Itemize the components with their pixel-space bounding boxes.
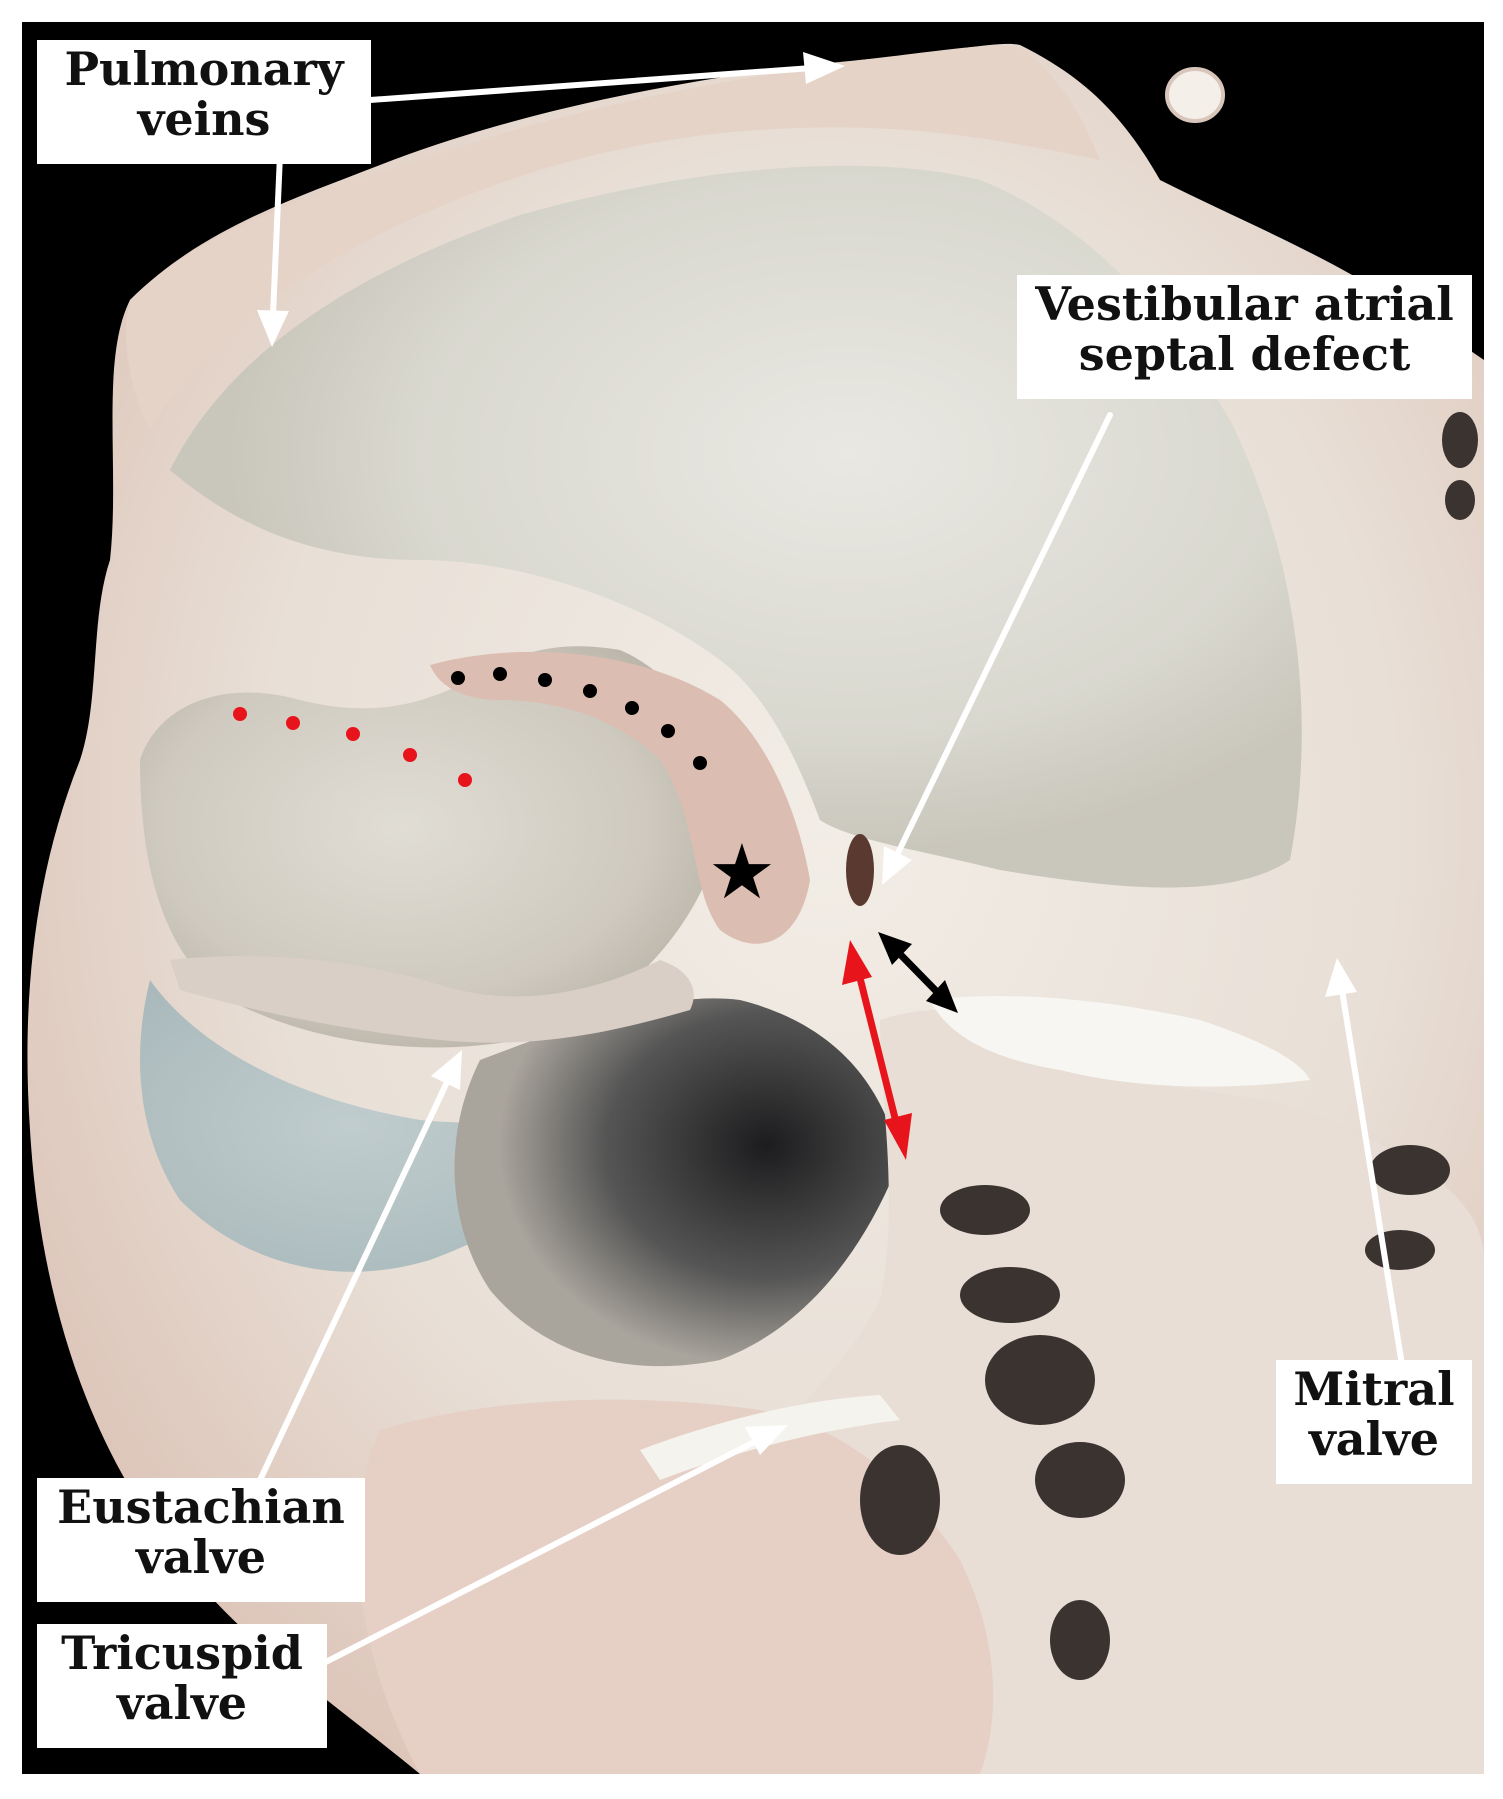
arrow-tricuspid-valve <box>317 1437 761 1668</box>
arrow-pulmonary-veins-2 <box>270 152 283 318</box>
label-tricuspid-valve: Tricuspid valve <box>37 1624 327 1748</box>
label-vestibular-atrial-septal-defect: Vestibular atrial septal defect <box>1017 275 1472 399</box>
arrow-mitral-valve <box>1339 987 1405 1368</box>
black-double-arrow <box>878 932 958 1013</box>
arrow-eustachian-valve <box>257 1077 451 1483</box>
arrow-pulmonary-veins-1 <box>367 65 815 103</box>
star-marker: ★ <box>708 827 776 916</box>
tricuspid-orifice <box>454 998 900 1367</box>
arrow-vestibular-asd <box>894 412 1113 858</box>
vestibular-defect-hole <box>846 834 874 906</box>
label-eustachian-valve: Eustachian valve <box>37 1478 365 1602</box>
label-pulmonary-veins: Pulmonary veins <box>37 40 371 164</box>
eustachian-ridge <box>170 956 694 1043</box>
label-mitral-valve: Mitral valve <box>1276 1360 1472 1484</box>
red-double-arrow <box>842 940 912 1160</box>
pulmonary-vein-ostium <box>1165 67 1225 123</box>
right-atrium-cavity <box>140 646 722 1048</box>
ventricular-trabeculations <box>860 412 1478 1680</box>
red-dotted-line <box>233 707 472 787</box>
mitral-leaflet <box>930 996 1310 1087</box>
tricuspid-annulus <box>358 1399 994 1774</box>
atrial-septum-ridge <box>430 651 810 944</box>
black-dotted-line <box>451 667 707 770</box>
pulmonary-vein-wall <box>126 45 1100 431</box>
leader-arrows <box>257 52 1405 1668</box>
